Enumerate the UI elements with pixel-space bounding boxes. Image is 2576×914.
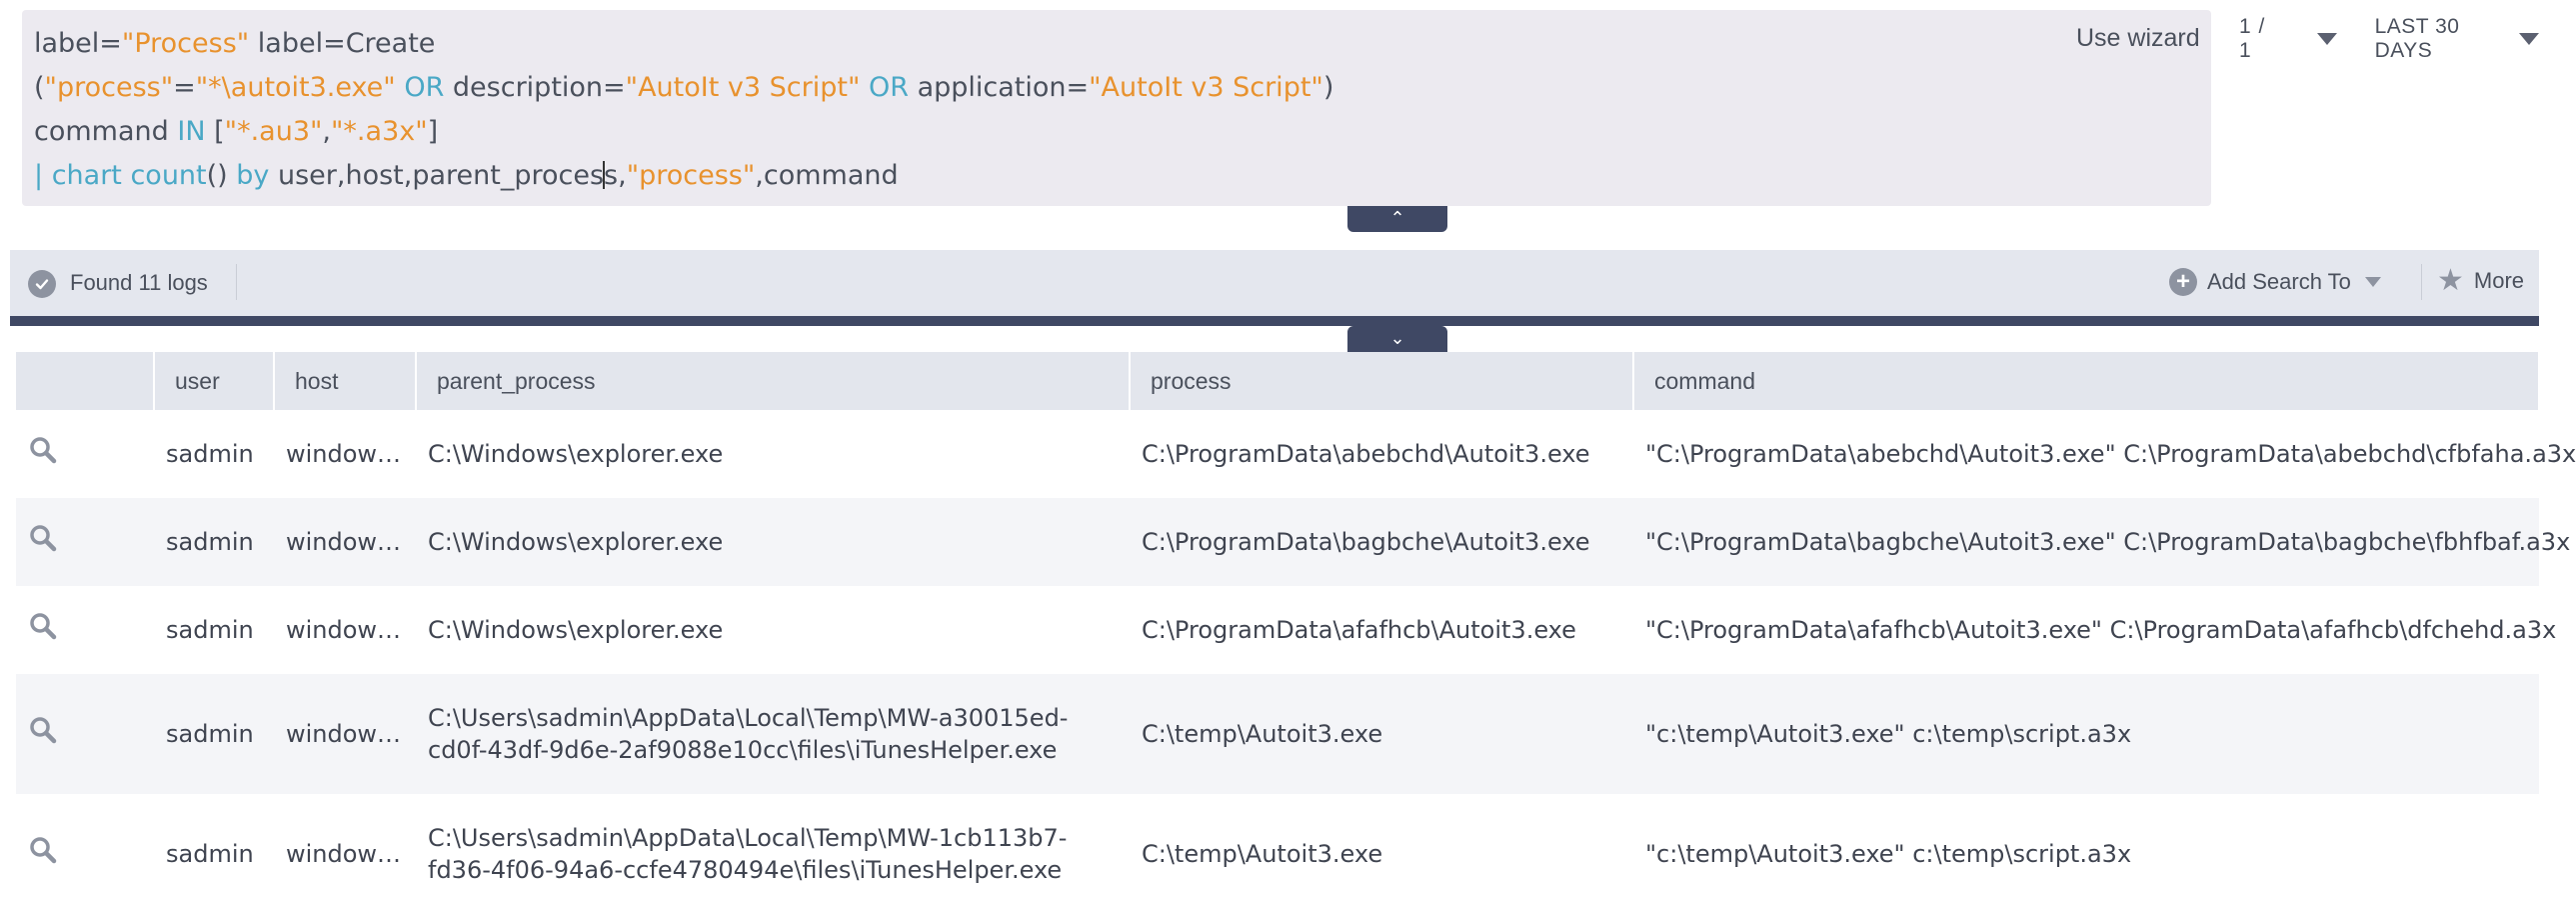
- magnifier-icon[interactable]: [28, 611, 58, 649]
- collapse-query-button[interactable]: ⌃: [1347, 206, 1447, 232]
- cell-user: sadmin: [154, 586, 274, 674]
- cell-parent-process: C:\Users\sadmin\AppData\Local\Temp\MW-a3…: [416, 674, 1130, 794]
- results-status-bar: Found 11 logs + Add Search To ★ More: [10, 250, 2539, 316]
- cell-parent-process-line: fd36-4f06-94a6-ccfe4780494e\files\iTunes…: [428, 856, 1063, 884]
- column-header-command[interactable]: command: [1633, 352, 2540, 410]
- cell-process: C:\ProgramData\abebchd\Autoit3.exe: [1130, 410, 1633, 498]
- cell-user: sadmin: [154, 498, 274, 586]
- cell-user: sadmin: [154, 410, 274, 498]
- query-line-1: label="Process" label=Create: [34, 28, 436, 59]
- star-icon: ★: [2437, 264, 2464, 297]
- cell-parent-process-line: C:\Users\sadmin\AppData\Local\Temp\MW-1c…: [428, 824, 1068, 852]
- cell-host: window…: [274, 498, 416, 586]
- cell-command: "c:\temp\Autoit3.exe" c:\temp\script.a3x: [1633, 794, 2539, 914]
- range-controls: 1 / 1 LAST 30 DAYS: [2239, 15, 2539, 62]
- cell-command: "C:\ProgramData\afafhcb\Autoit3.exe" C:\…: [1633, 586, 2556, 674]
- table-header-row: user host parent_process process command: [16, 352, 2540, 410]
- column-header-actions: [16, 352, 155, 410]
- magnifier-icon[interactable]: [28, 835, 58, 873]
- pager-dropdown-button[interactable]: [2316, 33, 2337, 45]
- magnifier-icon[interactable]: [28, 523, 58, 561]
- cell-parent-process: C:\Users\sadmin\AppData\Local\Temp\MW-1c…: [416, 794, 1130, 914]
- cell-parent-process: C:\Windows\explorer.exe: [416, 586, 1130, 674]
- query-line-3: command IN ["*.au3","*.a3x"]: [34, 116, 439, 147]
- column-header-host[interactable]: host: [274, 352, 417, 410]
- query-line-4: | chart count() by user,host,parent_proc…: [34, 160, 899, 191]
- table-row[interactable]: sadmin window… C:\Windows\explorer.exe C…: [16, 498, 2570, 586]
- status-divider: [2421, 264, 2422, 300]
- table-row[interactable]: sadmin window… C:\Users\sadmin\AppData\L…: [16, 794, 2539, 914]
- add-search-to-label: Add Search To: [2207, 269, 2351, 294]
- cell-host: window…: [274, 410, 416, 498]
- results-table: user host parent_process process command…: [16, 352, 2576, 914]
- status-divider: [236, 264, 237, 300]
- cell-process: C:\ProgramData\bagbche\Autoit3.exe: [1130, 498, 1633, 586]
- text-cursor: [603, 161, 606, 189]
- add-search-to-button[interactable]: + Add Search To: [2169, 268, 2381, 296]
- search-query-editor[interactable]: label="Process" label=Create ("process"="…: [22, 10, 2211, 206]
- caret-down-icon: [2316, 33, 2337, 45]
- expand-results-button[interactable]: ⌄: [1347, 326, 1447, 352]
- cell-host: window…: [274, 794, 416, 914]
- column-header-user[interactable]: user: [154, 352, 275, 410]
- cell-command: "C:\ProgramData\abebchd\Autoit3.exe" C:\…: [1633, 410, 2576, 498]
- magnifier-icon[interactable]: [28, 435, 58, 473]
- column-header-process[interactable]: process: [1130, 352, 1634, 410]
- plus-circle-icon: +: [2169, 268, 2197, 296]
- double-chevron-down-icon: ⌄: [1389, 328, 1405, 349]
- pager-indicator: 1 / 1: [2239, 15, 2266, 62]
- check-circle-icon: [28, 270, 56, 298]
- cell-parent-process: C:\Windows\explorer.exe: [416, 498, 1130, 586]
- cell-user: sadmin: [154, 794, 274, 914]
- more-button[interactable]: ★ More: [2437, 266, 2524, 296]
- column-header-parent-process[interactable]: parent_process: [416, 352, 1131, 410]
- cell-parent-process-line: cd0f-43df-9d6e-2af9088e10cc\files\iTunes…: [428, 736, 1058, 764]
- cell-process: C:\ProgramData\afafhcb\Autoit3.exe: [1130, 586, 1633, 674]
- cell-host: window…: [274, 586, 416, 674]
- magnifier-icon[interactable]: [28, 715, 58, 753]
- double-chevron-up-icon: ⌃: [1389, 208, 1405, 229]
- cell-host: window…: [274, 674, 416, 794]
- cell-process: C:\temp\Autoit3.exe: [1130, 674, 1633, 794]
- found-logs-count: Found 11 logs: [70, 270, 208, 295]
- results-separator: [10, 316, 2539, 326]
- time-range-selector[interactable]: LAST 30 DAYS: [2374, 15, 2460, 62]
- table-row[interactable]: sadmin window… C:\Users\sadmin\AppData\L…: [16, 674, 2539, 794]
- query-text[interactable]: label="Process" label=Create ("process"="…: [34, 22, 1333, 198]
- caret-down-icon: [2519, 33, 2539, 45]
- cell-parent-process-line: C:\Users\sadmin\AppData\Local\Temp\MW-a3…: [428, 704, 1069, 732]
- cell-parent-process: C:\Windows\explorer.exe: [416, 410, 1130, 498]
- cell-command: "c:\temp\Autoit3.exe" c:\temp\script.a3x: [1633, 674, 2539, 794]
- cell-command: "C:\ProgramData\bagbche\Autoit3.exe" C:\…: [1633, 498, 2570, 586]
- time-range-dropdown-button[interactable]: [2519, 33, 2539, 45]
- query-line-2: ("process"="*\autoit3.exe" OR descriptio…: [34, 72, 1334, 103]
- caret-down-icon: [2364, 277, 2381, 287]
- cell-process: C:\temp\Autoit3.exe: [1130, 794, 1633, 914]
- table-row[interactable]: sadmin window… C:\Windows\explorer.exe C…: [16, 586, 2556, 674]
- use-wizard-link[interactable]: Use wizard: [2076, 24, 2200, 52]
- more-label: More: [2473, 268, 2525, 293]
- table-row[interactable]: sadmin window… C:\Windows\explorer.exe C…: [16, 410, 2576, 498]
- cell-user: sadmin: [154, 674, 274, 794]
